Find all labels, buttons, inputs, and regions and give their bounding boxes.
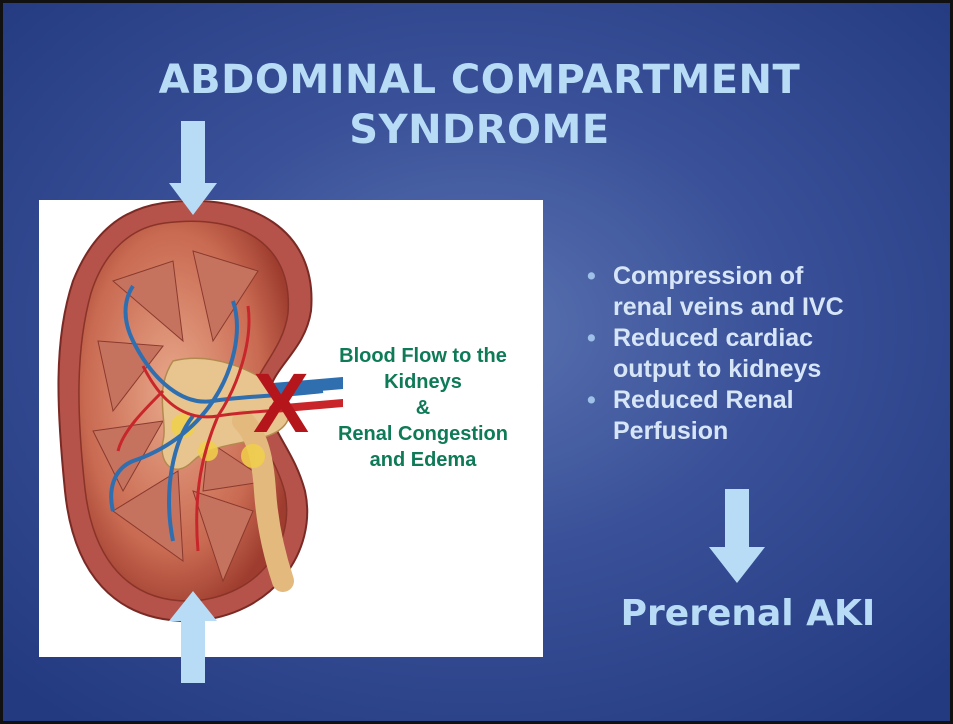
title-line-2: SYNDROME [3, 105, 953, 155]
bullet-2-line-2: output to kidneys [613, 354, 943, 385]
bullet-2-line-1: Reduced cardiac [613, 323, 943, 354]
label-line-1: Blood Flow to the [303, 343, 543, 369]
bullet-item: Compression of renal veins and IVC [583, 261, 943, 323]
label-line-5: and Edema [303, 447, 543, 473]
bullet-3-line-2: Perfusion [613, 416, 943, 447]
bullet-item: Reduced Renal Perfusion [583, 385, 943, 447]
blocked-x-mark: X [253, 361, 309, 445]
label-line-3: & [303, 395, 543, 421]
slide-title: ABDOMINAL COMPARTMENT SYNDROME [3, 55, 953, 155]
effects-bullet-list: Compression of renal veins and IVC Reduc… [583, 261, 943, 447]
title-line-1: ABDOMINAL COMPARTMENT [3, 55, 953, 105]
blood-flow-label: Blood Flow to the Kidneys & Renal Conges… [303, 343, 543, 473]
label-line-4: Renal Congestion [303, 421, 543, 447]
bullet-3-line-1: Reduced Renal [613, 385, 943, 416]
up-arrow-bottom-icon [169, 591, 217, 683]
bullet-item: Reduced cardiac output to kidneys [583, 323, 943, 385]
label-line-2: Kidneys [303, 369, 543, 395]
result-label: Prerenal AKI [563, 593, 933, 634]
bullet-1-line-2: renal veins and IVC [613, 292, 943, 323]
down-arrow-top-icon [169, 121, 217, 217]
down-arrow-result-icon [709, 489, 765, 585]
bullet-1-line-1: Compression of [613, 261, 943, 292]
